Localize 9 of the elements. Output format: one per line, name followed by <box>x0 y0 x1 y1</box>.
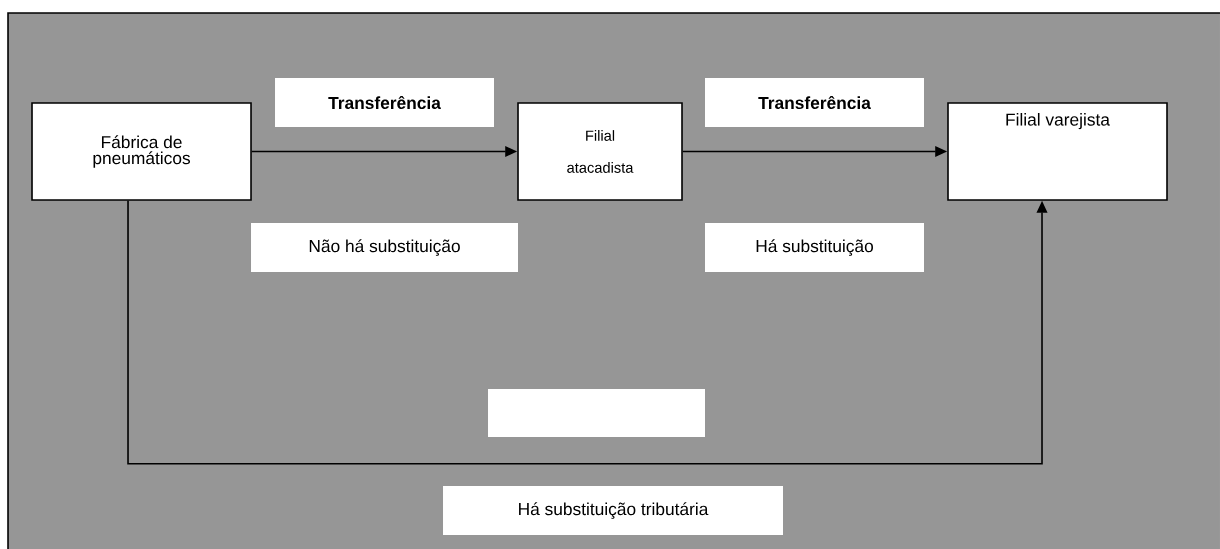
edge-label: Há substituição tributária <box>443 486 783 535</box>
process-box: Fábrica de pneumáticos <box>31 102 252 201</box>
edge-label: Transferência <box>705 78 924 127</box>
arrow <box>127 200 1048 465</box>
process-box: Filial varejista <box>947 102 1168 201</box>
note-label: Não há substituição <box>251 223 518 272</box>
note-label: Há substituição <box>705 223 924 272</box>
process-box: Filial atacadista <box>517 102 683 201</box>
edge-label: Transferência <box>275 78 494 127</box>
